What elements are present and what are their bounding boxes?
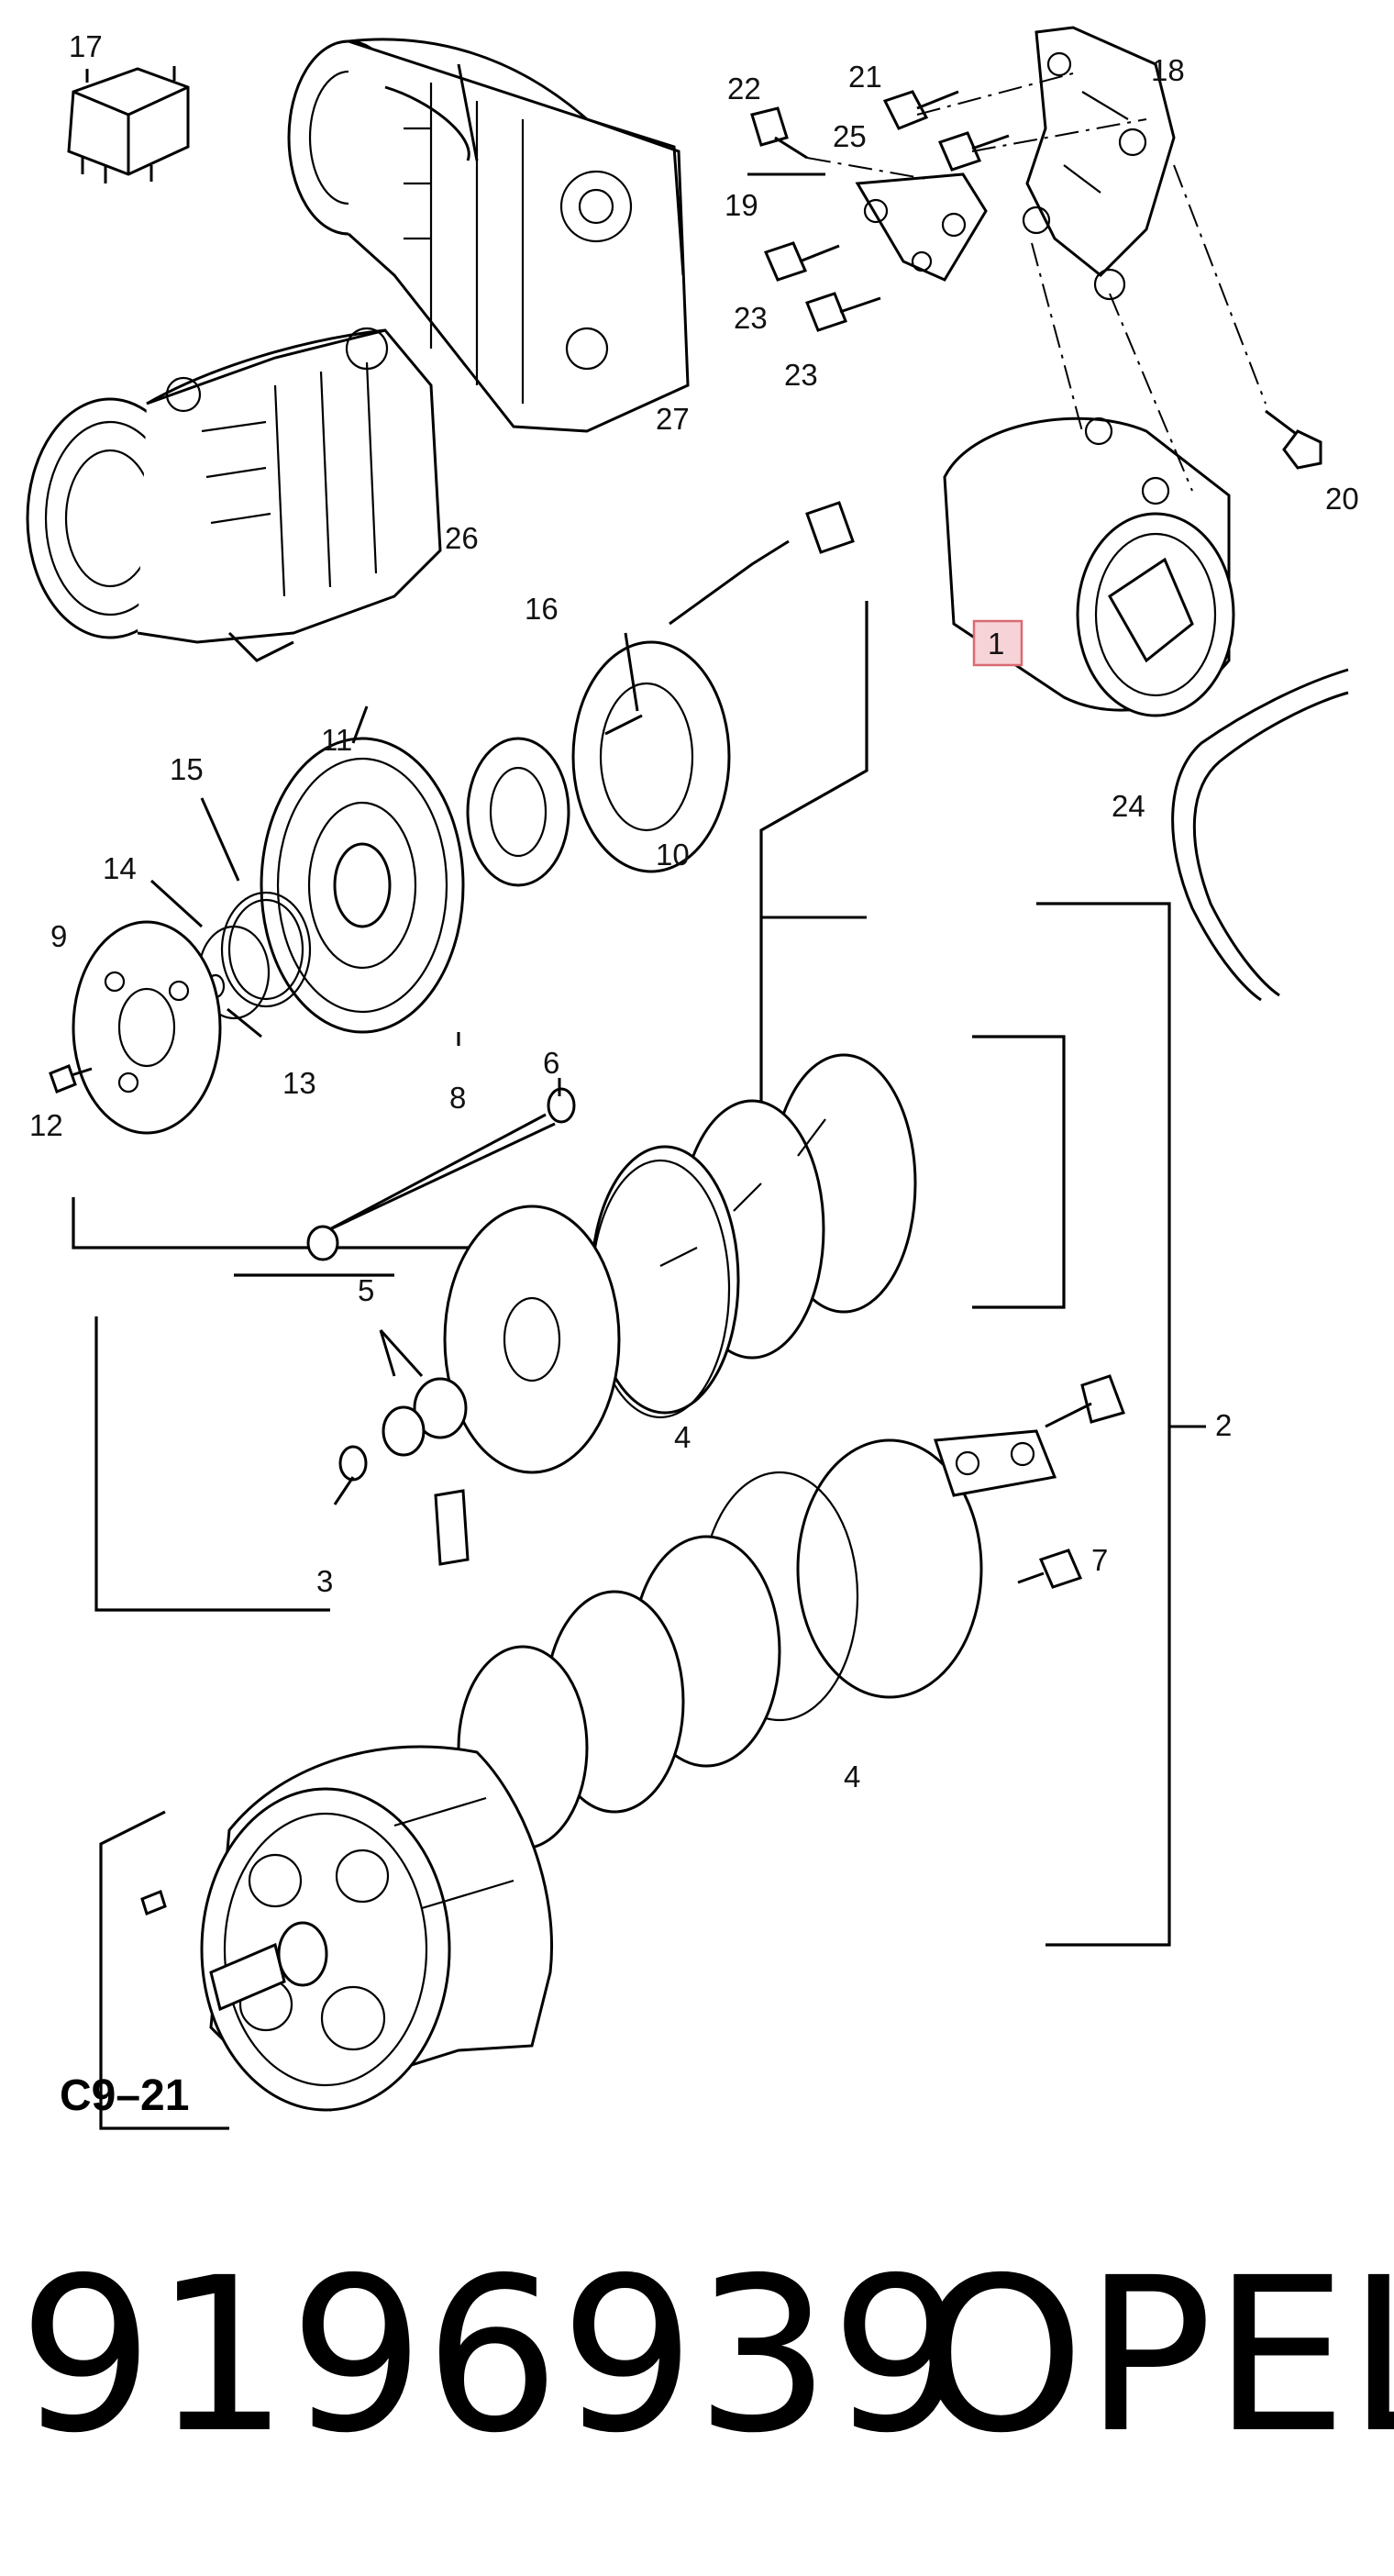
callout-22: 22 (727, 72, 761, 105)
callout-4-lower: 4 (844, 1760, 860, 1793)
callout-9: 9 (50, 919, 67, 953)
callout-6: 6 (543, 1046, 559, 1080)
callout-3: 3 (316, 1564, 333, 1598)
bracket-8 (72, 601, 868, 1249)
callout-17: 17 (69, 29, 103, 63)
callout-16: 16 (525, 592, 559, 626)
part-valve-plates-lower (457, 1438, 983, 1850)
part-key (434, 1489, 470, 1566)
callout-14: 14 (103, 851, 137, 885)
part-11-pulley (260, 737, 465, 1034)
part-18-bracket (1022, 26, 1176, 301)
part-3-washer (338, 1445, 368, 1482)
callout-27: 27 (656, 402, 690, 436)
callout-23b: 23 (784, 358, 818, 392)
callout-8: 8 (449, 1081, 466, 1115)
part-26-compressor (26, 327, 442, 662)
callout-labels: 1 2 3 4 4 5 6 7 8 9 10 11 12 13 14 15 16… (29, 29, 1359, 1793)
callout-2: 2 (1215, 1408, 1232, 1442)
part-16-connector (669, 501, 855, 626)
sheet-code: C9–21 (60, 2071, 189, 2120)
part-27-compressor (287, 38, 690, 433)
callout-13: 13 (282, 1066, 316, 1100)
brand-name: OPEL (917, 2232, 1394, 2480)
bracket-bottom (99, 1810, 229, 2130)
part-19-plate (855, 172, 988, 282)
highlight-box-1 (972, 619, 1023, 667)
callout-19: 19 (725, 188, 758, 222)
part-valve-plates-upper (443, 1053, 917, 1474)
callout-24: 24 (1112, 789, 1145, 823)
callout-4-upper: 4 (674, 1420, 691, 1454)
part-9-clutch-plate (72, 920, 222, 1135)
part-20-bolt (1265, 409, 1322, 470)
part-17-relay (67, 66, 190, 183)
callout-21: 21 (848, 60, 882, 94)
part-1-compressor (943, 416, 1235, 717)
part-compressor-body (200, 1745, 554, 2112)
callout-20: 20 (1325, 482, 1359, 516)
part-pin (140, 1890, 167, 1915)
part-5-seal (382, 1377, 468, 1457)
part-24-belt (1171, 668, 1349, 1002)
part-15-snap-ring (220, 891, 312, 1008)
callout-7: 7 (1091, 1543, 1108, 1577)
callout-12: 12 (29, 1108, 63, 1142)
callout-15: 15 (170, 752, 204, 786)
part-number: 9196939 (18, 2232, 966, 2480)
part-12-bolt (49, 1064, 93, 1094)
callout-26: 26 (445, 521, 479, 555)
callout-18: 18 (1151, 53, 1185, 87)
bracket-2 (1036, 902, 1171, 1947)
callout-25: 25 (833, 119, 867, 153)
bolts-21-22-23-25 (750, 90, 1010, 332)
part-6-washer-bolt (306, 1087, 576, 1261)
part-7-bolt (1017, 1549, 1083, 1589)
bracket-upper-group (94, 1316, 330, 1612)
part-bearing (466, 737, 570, 887)
callout-5: 5 (358, 1273, 374, 1307)
part-block (933, 1374, 1125, 1497)
callout-23a: 23 (734, 301, 768, 335)
leader-lines (149, 172, 825, 1505)
callout-1: 1 (988, 627, 1004, 661)
callout-11: 11 (321, 723, 352, 757)
callout-10: 10 (656, 838, 690, 872)
part-10-coil (571, 640, 731, 873)
